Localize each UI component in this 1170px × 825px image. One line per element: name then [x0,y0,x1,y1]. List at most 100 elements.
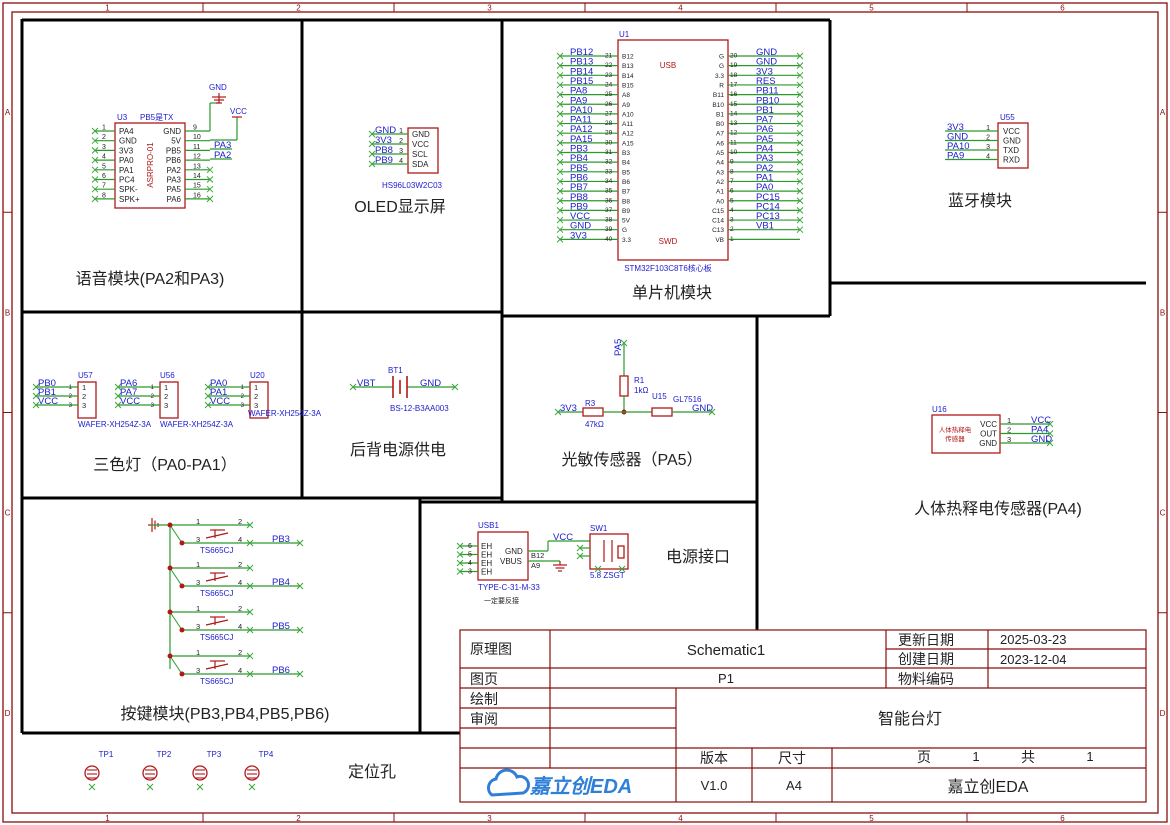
no-connect-stroke [296,670,304,678]
no-connect-icon [246,539,254,547]
pin-number: 18 [730,72,738,79]
pin-name: 3.3 [715,73,724,80]
no-connect-stroke [1046,439,1054,447]
pin-number: 1 [82,383,86,392]
logo: 嘉立创EDA [487,768,632,798]
no-connect-icon [246,608,254,616]
pin-name: PA0 [119,156,134,165]
no-connect-icon [368,140,376,148]
no-connect-icon [556,52,564,60]
net-label: PB3 [272,534,290,545]
no-connect-icon [456,559,464,567]
no-connect-stroke [796,197,804,205]
pin-name: B13 [622,63,634,70]
pin-name: PA5 [166,185,181,194]
net-label: PA6 [120,378,137,389]
frame-col-label: 4 [678,814,683,823]
pin-name: G [719,63,724,70]
pin-name: A12 [622,131,634,138]
pin-number: 2 [164,392,168,401]
pin-number: 4 [986,154,990,161]
bluetooth-module-title: 蓝牙模块 [948,192,1012,210]
pin-number: 12 [193,154,201,161]
page-value: P1 [718,671,734,686]
company-name: 嘉立创EDA [948,778,1029,796]
pin-name: B3 [622,150,630,157]
pin-name: GND [505,547,523,556]
pin-number: 2 [151,394,155,400]
pin-number: 2 [254,392,258,401]
frame-col-label: 2 [296,4,301,13]
pin-number: 22 [605,62,613,69]
switch-contact [205,663,229,670]
no-connect-icon [349,383,357,391]
net-label: PA1 [756,172,773,183]
pin-name: A4 [716,160,724,167]
no-connect-icon [556,100,564,108]
frame-row-label: D [1160,709,1166,718]
part-ref: U56 [160,371,175,380]
no-connect-stroke [556,158,564,166]
pin-name: PA3 [166,176,181,185]
no-connect-icon [1046,430,1054,437]
pin-number: 2 [730,226,734,233]
pin-number: 10 [730,149,738,156]
pin-number: A9 [531,561,540,570]
no-connect-stroke [91,185,99,193]
net-label: PB4 [272,577,290,588]
pin-number: 4 [399,158,403,165]
pin-name: B0 [716,121,724,128]
no-connect-stroke [296,539,304,547]
pin-name: TXD [1003,146,1019,155]
pin-number: 1 [69,385,73,391]
pin-number: 2 [399,138,403,145]
mounting-hole-icon [84,765,100,781]
net-label: VBT [357,378,376,389]
no-connect-icon [246,626,254,634]
no-connect-icon [796,197,804,205]
pin-number: 1 [1007,416,1011,425]
no-connect-icon [296,539,304,547]
no-connect-stroke [349,383,357,391]
pin-number: 14 [193,173,201,180]
pin-number: 17 [730,81,738,88]
pin-number: 7 [102,183,106,190]
no-connect-icon [32,383,40,391]
part-ref: TP4 [259,750,274,759]
no-connect-stroke [556,129,564,137]
no-connect-stroke [114,401,122,409]
no-connect-stroke [246,626,254,634]
total-word: 共 [1021,749,1035,765]
pin-name: A5 [716,150,724,157]
no-connect-icon [556,91,564,98]
pin-number: B12 [531,551,544,560]
net-label: PB11 [756,86,779,97]
pin-name: C13 [712,227,724,234]
net-label: PB10 [756,95,779,106]
no-connect-stroke [88,783,96,791]
part-ref: R3 [585,399,596,408]
net-label: PA2 [214,150,231,161]
no-connect-stroke [32,401,40,409]
no-connect-icon [796,168,804,176]
no-connect-icon [91,176,99,183]
net-label: VCC [553,532,573,543]
pin-number: 33 [605,168,613,175]
part-value: WAFER-XH254Z-3A [248,409,322,418]
pin-name: SPK+ [119,195,140,204]
net-label: PA5 [613,339,624,356]
total-number: 1 [1086,749,1093,764]
no-connect-icon [296,626,304,634]
no-connect-stroke [556,71,564,79]
pin-number: 3 [730,217,734,224]
net-label: PA2 [756,163,773,174]
no-connect-stroke [556,178,564,185]
connector-body [249,381,269,419]
pin-name: B4 [622,160,630,167]
create-date-label: 创建日期 [898,651,954,667]
net-label: PA11 [570,115,592,126]
pin-number: 5 [102,163,106,170]
net-label: PB1 [756,105,774,116]
key-link [169,524,183,544]
net-label: PB3 [570,144,588,155]
